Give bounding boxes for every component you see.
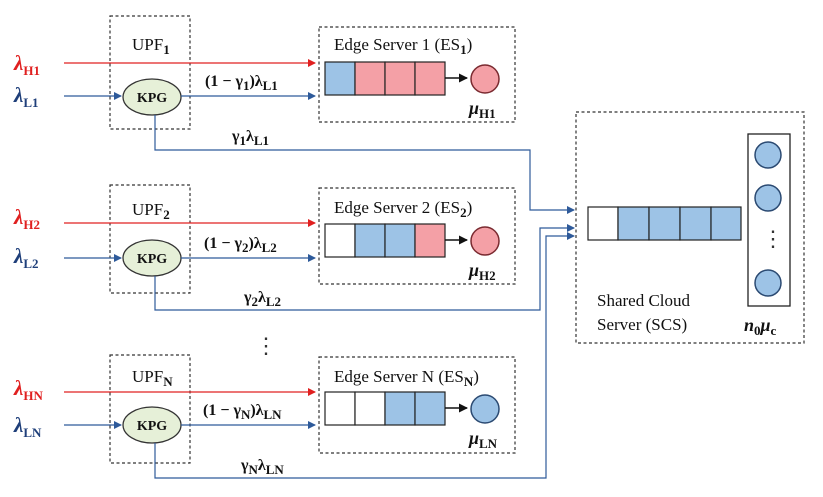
queue-cell bbox=[384, 223, 416, 258]
mu-h1-label: μH1 bbox=[468, 98, 496, 121]
row-ellipsis: ⋮ bbox=[255, 333, 277, 358]
cloud-offload-arrow-n bbox=[154, 232, 575, 479]
queue-cell bbox=[679, 206, 712, 241]
edge-server-node-n bbox=[470, 394, 500, 424]
queue-cell bbox=[354, 61, 386, 96]
queue-cell bbox=[354, 391, 386, 426]
server-pool-frame bbox=[747, 133, 791, 307]
cloud-label-line1: Shared Cloud bbox=[597, 291, 691, 310]
cloud-rate-label-n: γNλLN bbox=[240, 457, 284, 477]
cloud-offload-arrow-2 bbox=[154, 224, 575, 311]
queue-cell bbox=[648, 206, 681, 241]
row-1: UPF1 λH1 λL1 KPG (1 − γ1)λL1 γ1λL1 Edge … bbox=[13, 15, 575, 214]
edge-rate-label-2: (1 − γ2)λL2 bbox=[204, 235, 277, 255]
lambda-hn-label: λHN bbox=[13, 376, 43, 403]
queue-cell bbox=[587, 206, 619, 241]
edge-server-box-1 bbox=[318, 26, 516, 123]
cloud-rate-label-2: γ2λL2 bbox=[243, 289, 281, 309]
queue-cell bbox=[414, 223, 446, 258]
edge-queue-2 bbox=[324, 223, 446, 258]
upf-label-1: UPF1 bbox=[132, 35, 170, 57]
kpg-label-2: KPG bbox=[137, 252, 167, 267]
queue-cell bbox=[384, 391, 416, 426]
mu-ln-label: μLN bbox=[468, 428, 498, 451]
shared-cloud-server: ⋮ Shared Cloud Server (SCS) n0μc bbox=[575, 111, 805, 344]
edge-server-node-2 bbox=[470, 226, 500, 256]
edge-server-title-1: Edge Server 1 (ES1) bbox=[334, 35, 472, 57]
cloud-offload-arrow-1 bbox=[154, 115, 575, 214]
edge-queue-n bbox=[324, 391, 446, 426]
cloud-server-node bbox=[754, 269, 782, 297]
upf-box-n bbox=[109, 354, 191, 464]
queue-cell bbox=[414, 391, 446, 426]
cloud-queue bbox=[587, 206, 742, 241]
queue-cell bbox=[324, 391, 356, 426]
lambda-h1-label: λH1 bbox=[13, 51, 40, 78]
cloud-server-node bbox=[754, 184, 782, 212]
queue-cell bbox=[710, 206, 742, 241]
upf-box-1 bbox=[109, 15, 191, 130]
lambda-h2-label: λH2 bbox=[13, 205, 40, 232]
upf-box-2 bbox=[109, 184, 191, 294]
row-2: UPF2 λH2 λL2 KPG (1 − γ2)λL2 γ2λL2 Edge … bbox=[13, 184, 575, 311]
lambda-l1-label: λL1 bbox=[13, 83, 39, 110]
server-pool-ellipsis: ⋮ bbox=[762, 226, 784, 251]
queue-cell bbox=[617, 206, 650, 241]
lambda-ln-label: λLN bbox=[13, 413, 42, 440]
cloud-server-box bbox=[575, 111, 805, 344]
queue-cell bbox=[324, 61, 356, 96]
cloud-server-node bbox=[754, 141, 782, 169]
mu-h2-label: μH2 bbox=[468, 260, 496, 283]
queue-cell bbox=[414, 61, 446, 96]
upf-label-2: UPF2 bbox=[132, 200, 170, 222]
queue-cell bbox=[324, 223, 356, 258]
edge-queue-1 bbox=[324, 61, 446, 96]
cloud-label-line2: Server (SCS) bbox=[597, 315, 687, 334]
lambda-l2-label: λL2 bbox=[13, 244, 39, 271]
edge-server-box-2 bbox=[318, 187, 516, 285]
edge-server-node-1 bbox=[470, 64, 500, 94]
edge-server-title-2: Edge Server 2 (ES2) bbox=[334, 198, 472, 220]
edge-rate-label-n: (1 − γN)λLN bbox=[203, 402, 282, 422]
kpg-label-1: KPG bbox=[137, 91, 167, 106]
queue-cell bbox=[354, 223, 386, 258]
edge-rate-label-1: (1 − γ1)λL1 bbox=[205, 73, 278, 93]
kpg-node-1 bbox=[122, 78, 182, 116]
edge-server-box-n bbox=[318, 356, 516, 454]
kpg-label-n: KPG bbox=[137, 419, 167, 434]
upf-label-n: UPFN bbox=[132, 367, 173, 389]
edge-server-title-n: Edge Server N (ESN) bbox=[334, 367, 479, 389]
cloud-rate-label-1: γ1λL1 bbox=[231, 128, 269, 148]
cloud-capacity-label: n0μc bbox=[744, 315, 777, 338]
row-n: UPFN λHN λLN KPG (1 − γN)λLN γNλLN Edge … bbox=[13, 232, 575, 479]
queue-cell bbox=[384, 61, 416, 96]
